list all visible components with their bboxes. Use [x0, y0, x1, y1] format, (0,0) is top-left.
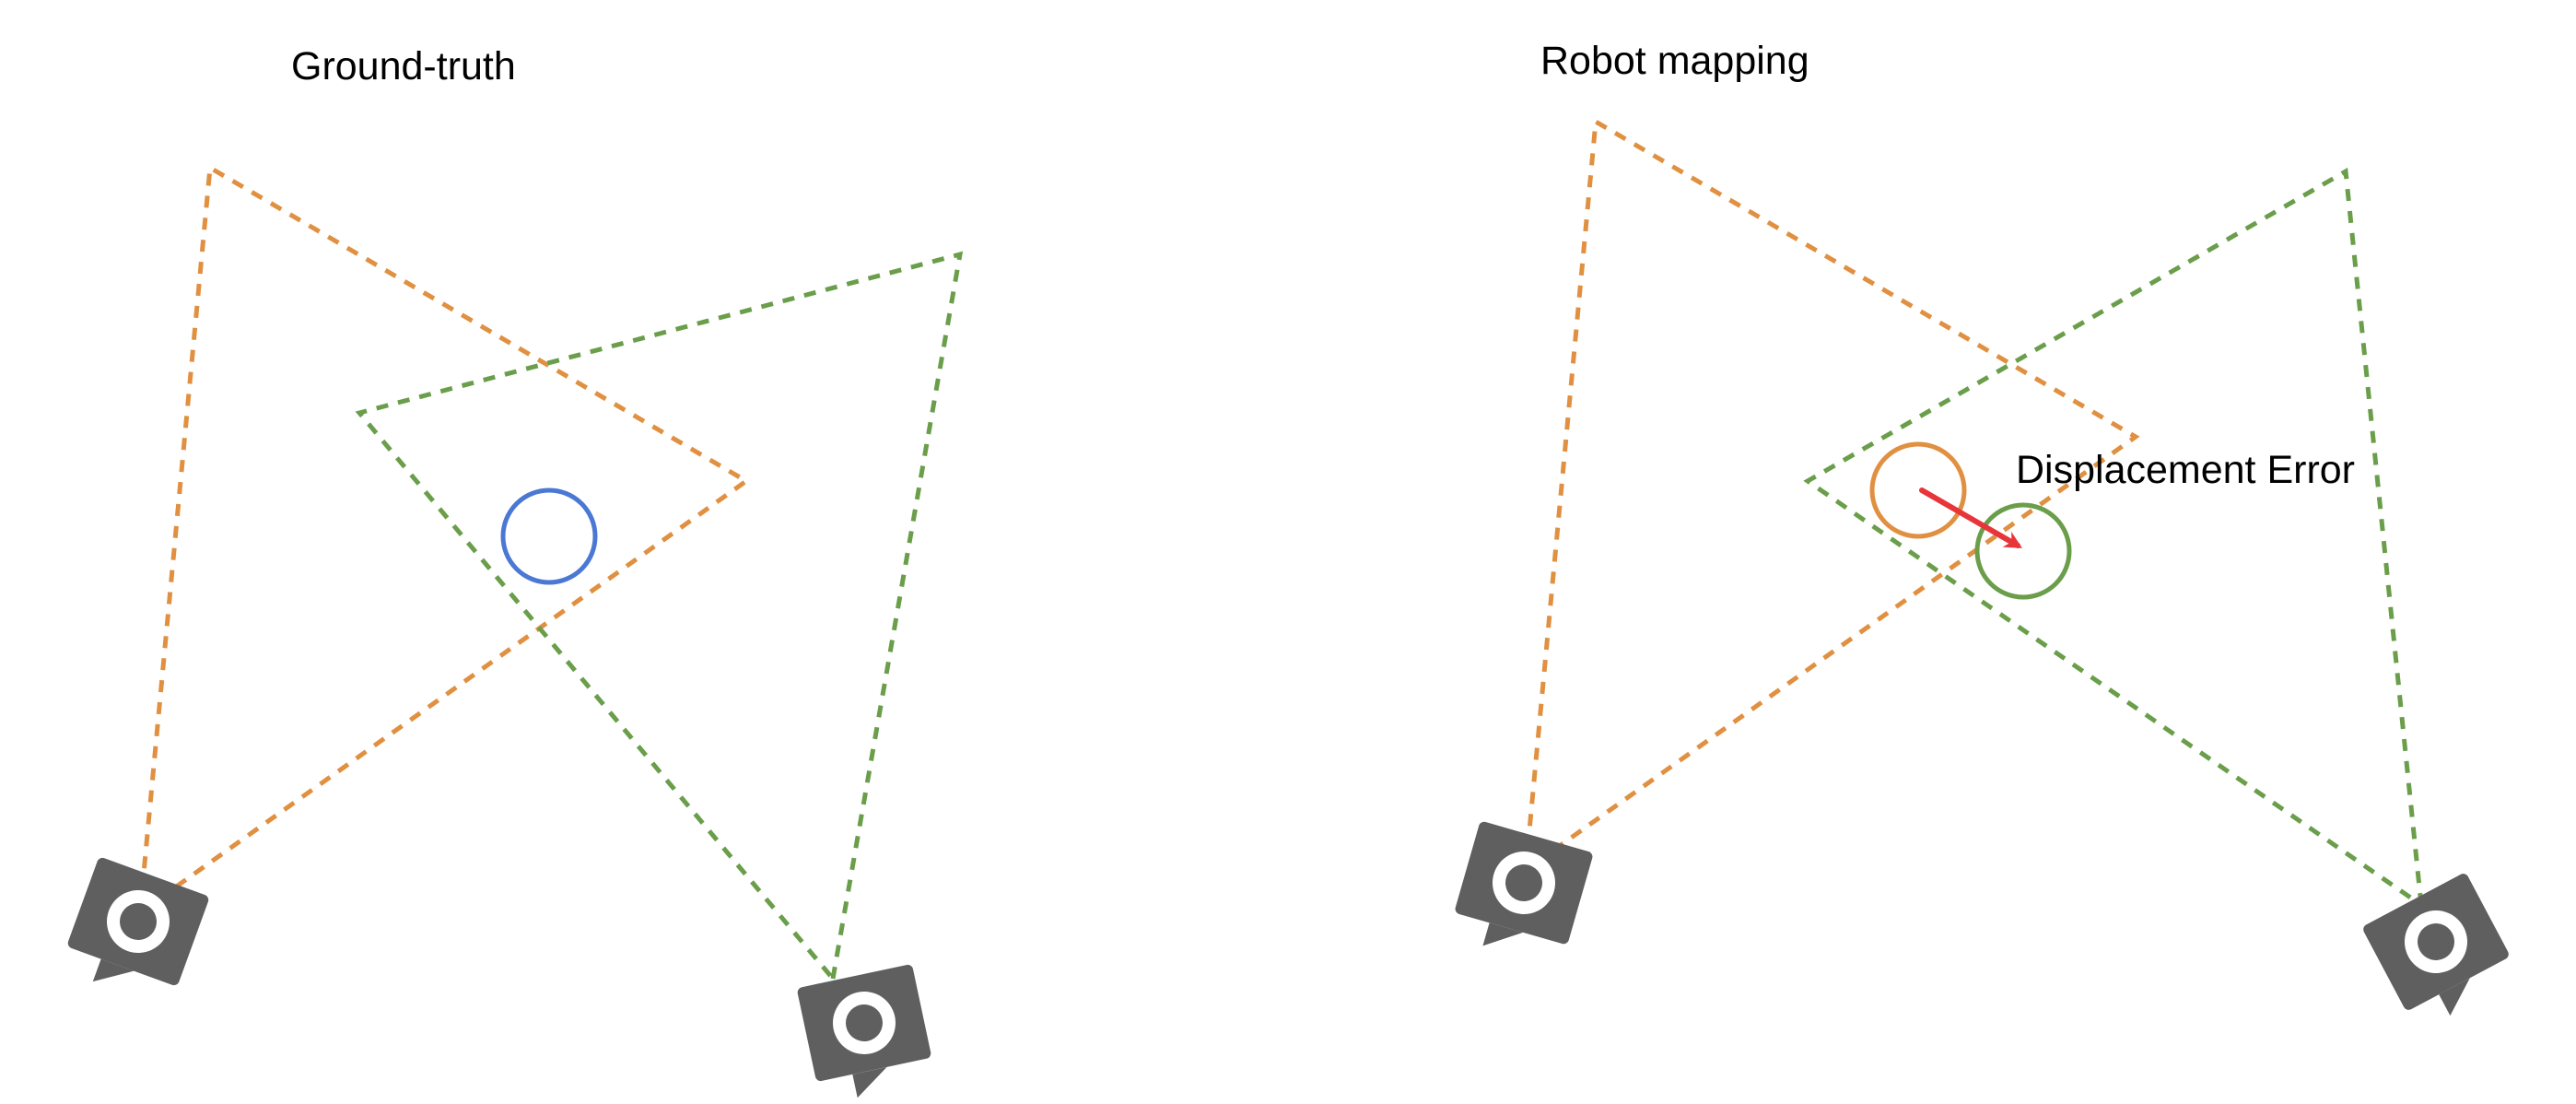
green-robot-field-of-view: [1803, 167, 2425, 910]
orange-robot-field-of-view: [1523, 117, 2140, 875]
robot-camera-icon: [2363, 874, 2509, 1016]
orange-estimated-landmark: [1869, 441, 1967, 539]
displacement-arrow-icon: [1919, 487, 2022, 548]
robot-mapping-panel: Robot mapping Displacement Error: [1455, 39, 2509, 1016]
ground-truth-landmark: [500, 487, 598, 585]
robot-mapping-title: Robot mapping: [1540, 39, 1809, 83]
robot-camera-icon: [797, 964, 931, 1098]
robot-camera-icon: [67, 857, 209, 986]
ground-truth-panel: Ground-truth: [67, 44, 964, 1098]
orange-robot-field-of-view: [136, 163, 751, 918]
green-estimated-landmark: [1974, 502, 2072, 600]
green-robot-field-of-view: [355, 251, 964, 984]
ground-truth-title: Ground-truth: [291, 44, 516, 88]
displacement-error-label: Displacement Error: [2016, 448, 2355, 492]
robot-camera-icon: [1455, 821, 1593, 946]
